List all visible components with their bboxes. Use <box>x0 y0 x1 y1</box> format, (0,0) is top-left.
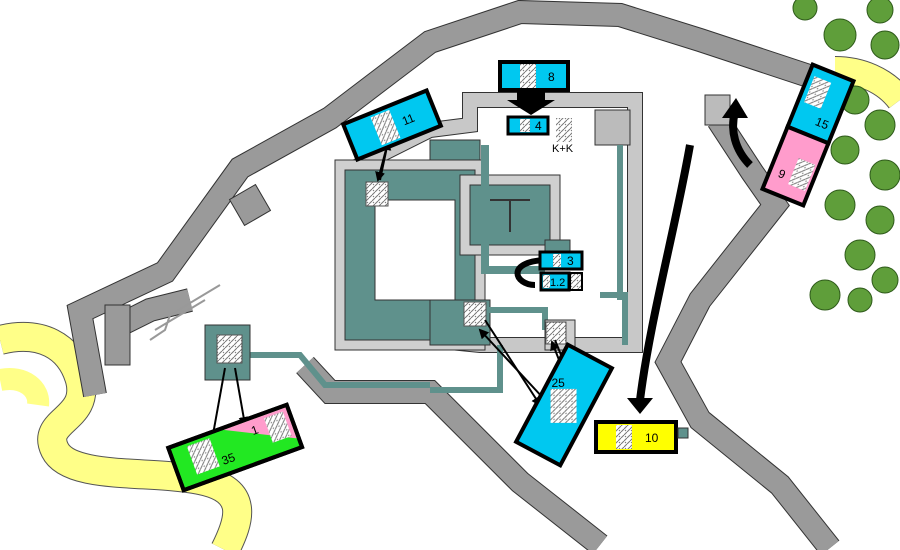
counter-1-35[interactable]: 1 35 <box>165 402 305 493</box>
unit-figures <box>216 118 572 364</box>
counter-4[interactable]: 4 <box>506 115 550 136</box>
road <box>0 56 900 550</box>
counter-10[interactable]: 10 <box>594 420 689 454</box>
counter-label: 25 <box>552 376 566 390</box>
counter-label: 3 <box>567 254 574 268</box>
counter-label: 15 <box>813 114 831 132</box>
counter-label: 4 <box>535 119 542 133</box>
counter-8[interactable]: 8 <box>498 60 570 92</box>
forest <box>792 0 900 313</box>
counter-3[interactable]: 3 <box>538 250 584 271</box>
counter-label: 1 <box>249 422 260 438</box>
counter-11[interactable]: 11 <box>340 87 444 163</box>
counter-label: 10 <box>645 431 659 445</box>
counter-label: 8 <box>548 70 555 84</box>
counter-15-9[interactable]: 15 9 <box>759 62 857 208</box>
counter-1-2[interactable]: 1.2 <box>539 271 583 292</box>
inner-castle <box>250 139 628 393</box>
counter-label: 9 <box>776 166 788 182</box>
small-box-icon <box>677 427 689 439</box>
counter-label: 1.2 <box>550 277 565 289</box>
kk-label: K+K <box>552 143 574 155</box>
counter-label: 11 <box>400 111 417 129</box>
counter-25[interactable]: 25 <box>513 341 615 469</box>
counter-label: 35 <box>220 450 238 468</box>
